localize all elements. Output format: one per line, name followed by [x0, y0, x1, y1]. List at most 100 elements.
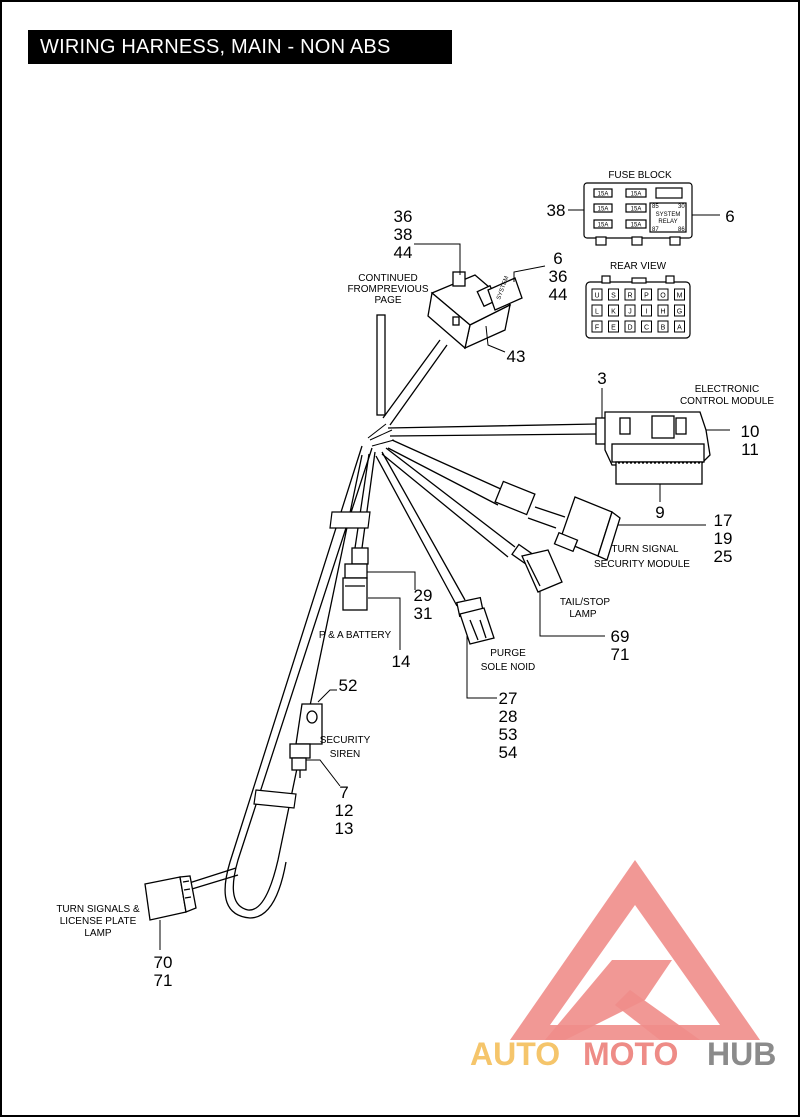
callout-number: 12: [335, 801, 354, 820]
callout-number: 13: [335, 819, 354, 838]
rear-view-pin-label: E: [611, 325, 616, 332]
rear-view-pin-label: M: [677, 293, 683, 300]
rear-view-pin-cell: [641, 304, 652, 317]
rear-view-pin-label: P: [644, 293, 649, 300]
relay-pin: 87: [652, 227, 659, 233]
rear-view-title: REAR VIEW: [610, 261, 667, 272]
leader-lines: [159, 209, 730, 950]
battery-connector: [342, 547, 369, 611]
callout-number: 17: [714, 511, 733, 530]
watermark-hub: HUB: [707, 1036, 776, 1072]
callout-number: 27: [499, 689, 518, 708]
callout-number: 71: [611, 645, 630, 664]
harness-tape-wraps: [253, 511, 371, 809]
fuse-label: 15A: [631, 207, 642, 213]
rear-view-pin-cell: [608, 320, 619, 333]
purge-label-1: PURGE: [490, 648, 526, 659]
purge-label-2: SOLE NOID: [481, 662, 535, 673]
callout-number: 36: [549, 267, 568, 286]
fuse-block: [583, 182, 693, 246]
callout-number: 19: [714, 529, 733, 548]
callout-number: 53: [499, 725, 518, 744]
fuse-labels: 15A 15A 15A 15A 15A 15A SYSTEM RELAY 85 …: [598, 192, 686, 234]
callout-number: 36: [394, 207, 413, 226]
tail-lamp-label-1: TAIL/STOP: [560, 597, 611, 608]
callout-number: 29: [414, 586, 433, 605]
siren-label-2: SIREN: [330, 749, 361, 760]
rear-view-pin-cell: [641, 288, 652, 301]
rear-view-pin-cell: [591, 320, 603, 333]
turn-signal-security-module: [494, 480, 621, 561]
callout-number: 14: [392, 652, 411, 671]
turn-signals-connector: [144, 875, 197, 921]
rear-view-pin-label: J: [628, 309, 632, 316]
fuse-label: 15A: [598, 207, 609, 213]
callout-number: 25: [714, 547, 733, 566]
purge-solenoid-connector: [456, 596, 495, 645]
fuse-relay-label-1: SYSTEM: [656, 212, 681, 218]
rear-view-pin-cell: [624, 288, 636, 301]
continued-label-1: CONTINUED: [358, 273, 417, 284]
rear-view-pin-label: H: [660, 309, 665, 316]
rear-view-pin-cell: [657, 288, 669, 301]
callout-number: 10: [741, 422, 760, 441]
rear-view-pin-cell: [674, 320, 685, 333]
callout-number: 6: [725, 207, 734, 226]
rear-view-pin-cell: [674, 288, 685, 301]
harness-junction: [367, 423, 395, 447]
turn-signals-label-3: LAMP: [84, 928, 112, 939]
watermark-moto: MOTO: [583, 1036, 678, 1072]
callout-numbers: 36 38 44 6 36 44 38 6 43 3 10 11 9 17 19…: [154, 201, 760, 990]
rear-view-pin-label: S: [611, 293, 616, 300]
callout-number: 11: [741, 440, 759, 459]
watermark-logo: AUTO MOTO HUB: [470, 860, 776, 1072]
electronic-control-module: [595, 411, 711, 485]
page-title: WIRING HARNESS, MAIN - NON ABS: [28, 30, 452, 64]
relay-pin: 85: [652, 204, 659, 210]
continued-label-3: PAGE: [374, 295, 401, 306]
rear-view-pin-label: G: [677, 309, 682, 316]
callout-number: 71: [154, 971, 173, 990]
ecm-label-1: ELECTRONIC: [695, 384, 759, 395]
continued-label-2: FROMPREVIOUS: [347, 284, 428, 295]
rear-view-pin-cell: [608, 288, 619, 301]
callout-number: 54: [499, 743, 518, 762]
rear-view-pin-label: B: [661, 325, 666, 332]
rear-view-pin-cell: [591, 288, 603, 301]
rear-view-pin-label: D: [627, 325, 632, 332]
rear-view-pin-cell: [674, 304, 685, 317]
fuse-label: 15A: [598, 223, 609, 229]
rear-view-pin-label: C: [644, 325, 649, 332]
relay-pin: 30: [678, 204, 685, 210]
siren-label-1: SECURITY: [320, 735, 371, 746]
callout-number: 52: [339, 676, 358, 695]
rear-view-pin-label: O: [660, 293, 666, 300]
rear-view-pin-label: I: [646, 309, 648, 316]
fuse-block-title: FUSE BLOCK: [608, 170, 672, 181]
callout-number: 38: [394, 225, 413, 244]
callout-number: 44: [549, 285, 568, 304]
relay-bracket: [427, 271, 523, 350]
rear-view-pin-label: F: [595, 325, 599, 332]
rear-view-pin-cell: [608, 304, 619, 317]
callout-number: 7: [339, 783, 348, 802]
callout-number: 69: [611, 627, 630, 646]
rear-view-pin-label: K: [611, 309, 616, 316]
watermark-auto: AUTO: [470, 1036, 560, 1072]
harness-wires: [181, 314, 597, 919]
turn-signals-label-2: LICENSE PLATE: [60, 916, 137, 927]
rear-view-pin-cell: [624, 320, 636, 333]
relay-pin: 86: [678, 227, 685, 233]
fuse-label: 15A: [598, 192, 609, 198]
callout-number: 44: [394, 243, 413, 262]
rear-view-pin-cell: [657, 304, 669, 317]
fuse-label: 15A: [631, 192, 642, 198]
fuse-label: 15A: [631, 223, 642, 229]
callout-number: 31: [414, 604, 433, 623]
rear-view-pin-label: U: [594, 293, 599, 300]
rear-view-pin-label: L: [595, 309, 599, 316]
turn-signal-module-label-1: TURN SIGNAL: [611, 544, 679, 555]
callout-number: 70: [154, 953, 173, 972]
